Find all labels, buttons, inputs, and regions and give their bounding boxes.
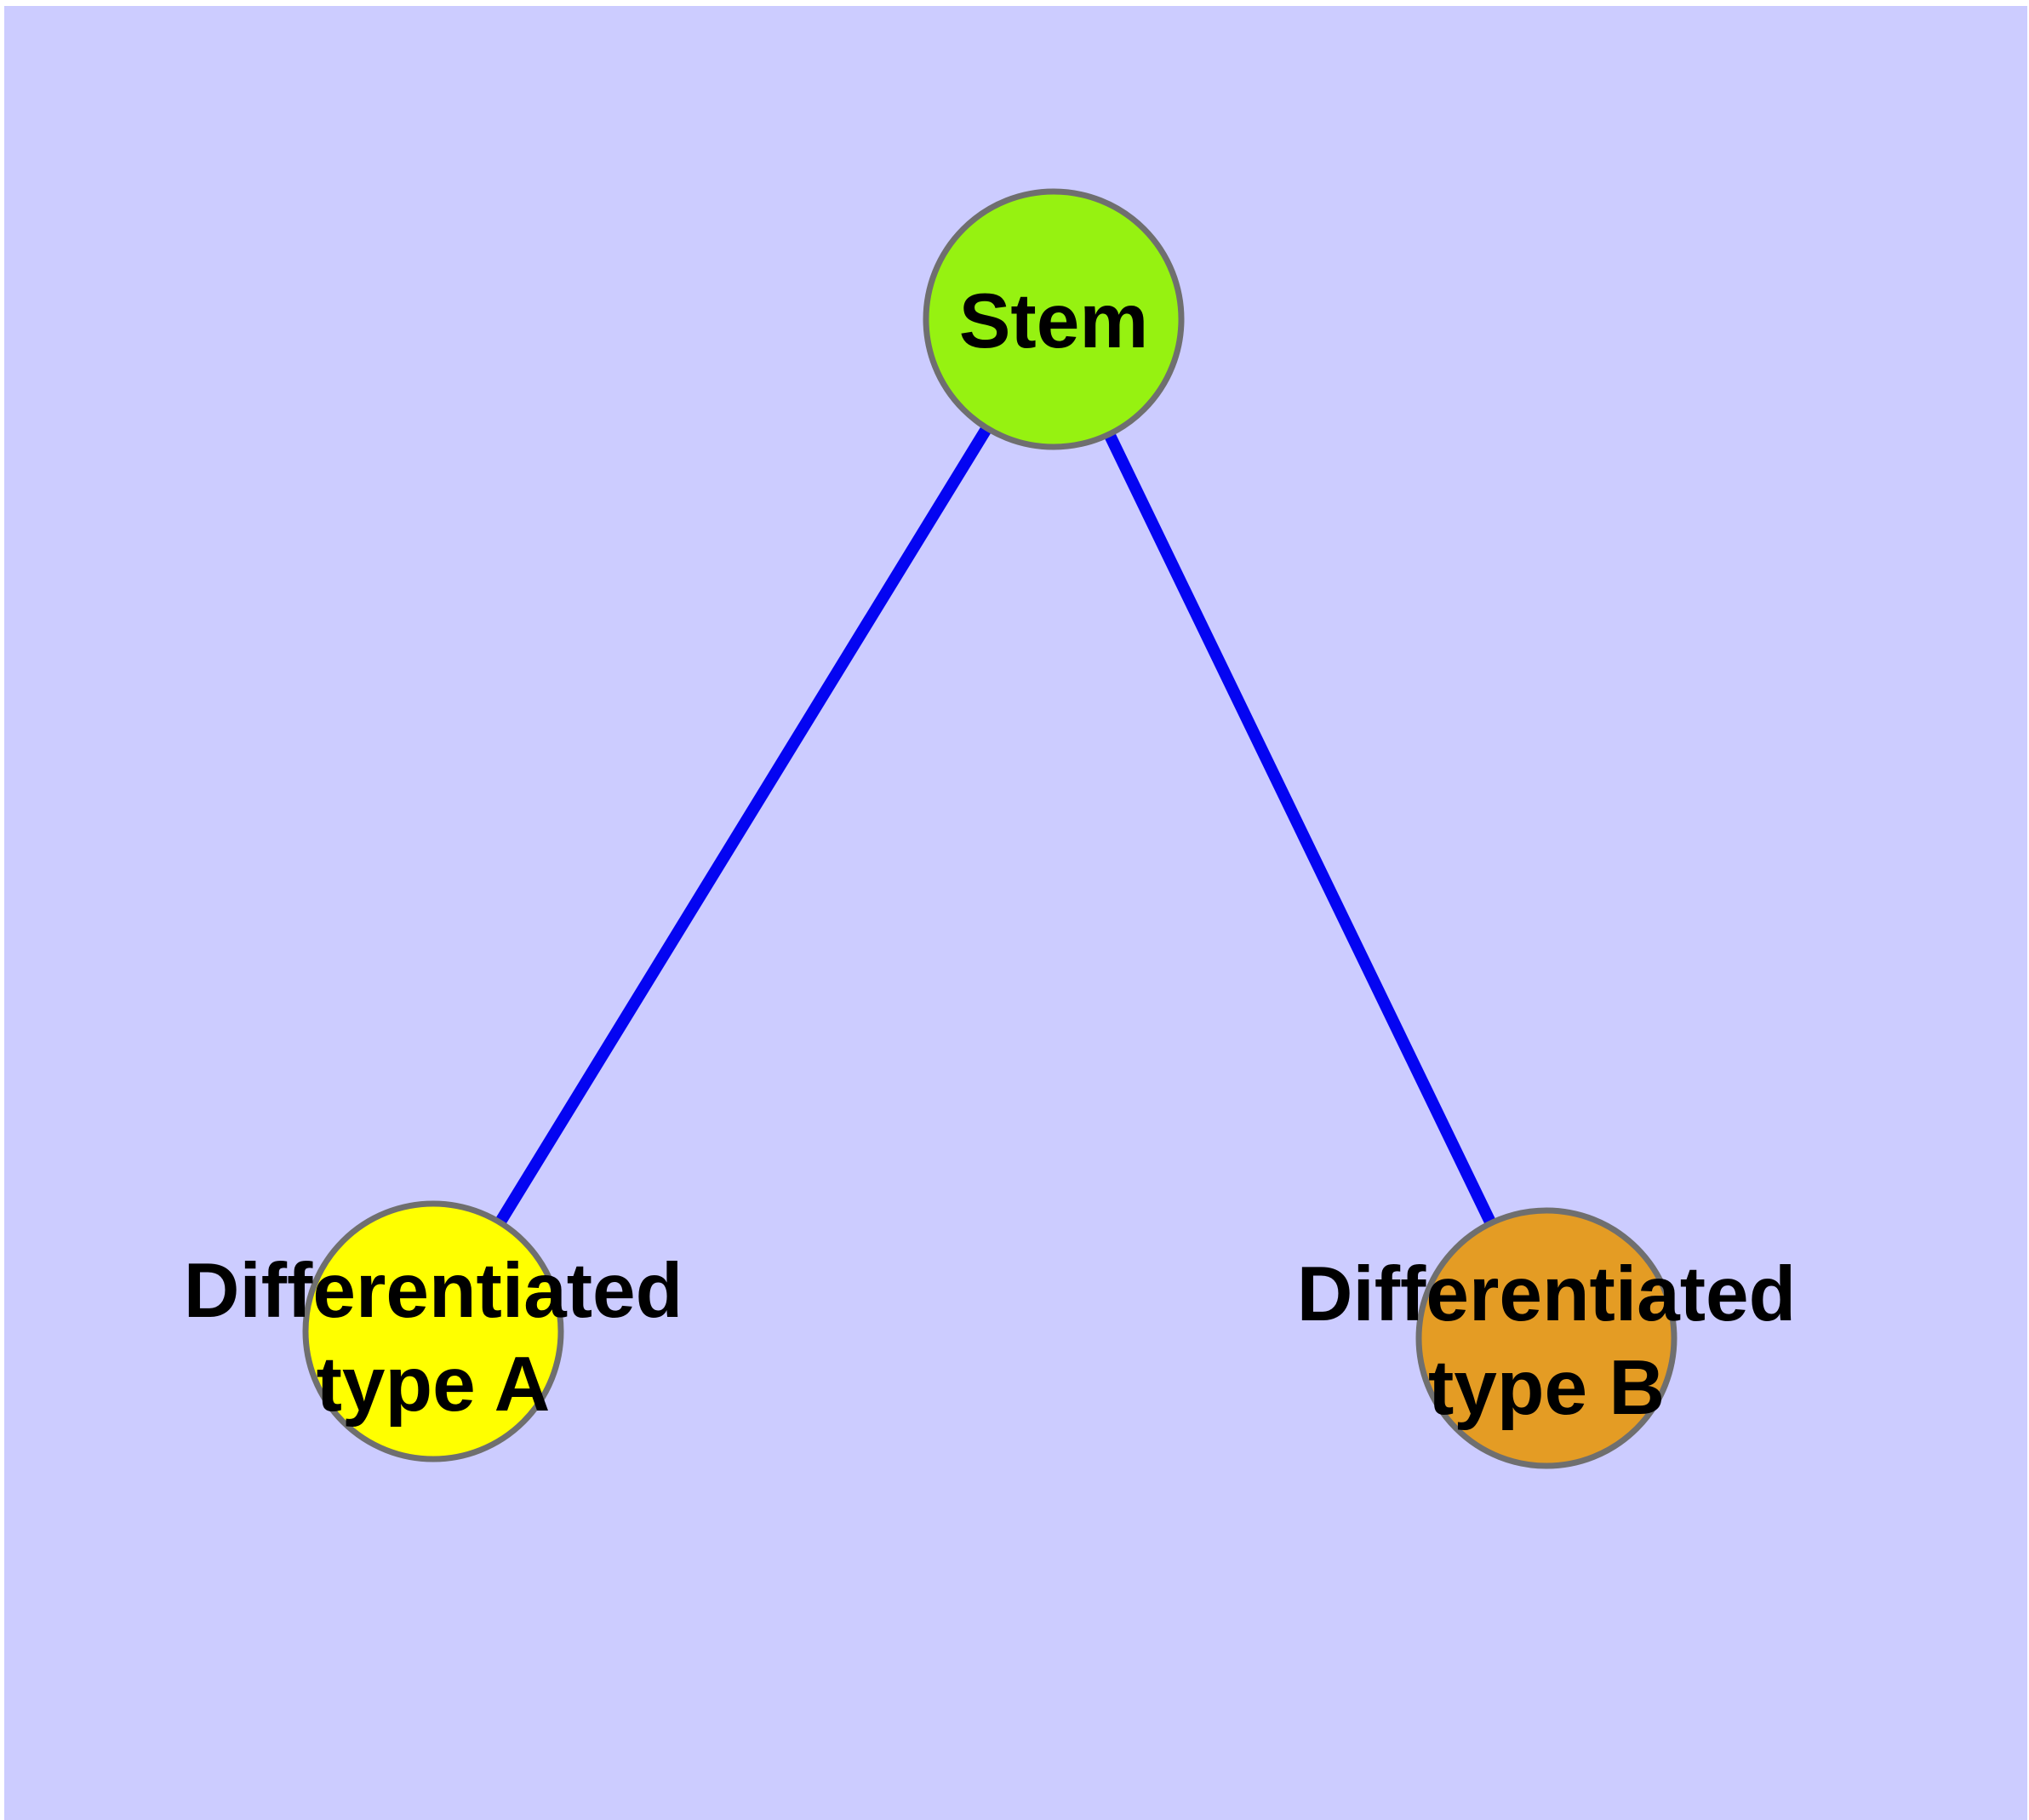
node-stem — [923, 188, 1185, 450]
node-type-a — [302, 1200, 564, 1462]
node-type-b — [1415, 1207, 1677, 1469]
node-type-a-label-line1: Differentiated — [184, 1248, 683, 1334]
edge-stem-to-type-b — [1048, 316, 1552, 1342]
node-stem-label: Stem — [959, 278, 1149, 364]
node-type-b-label-line1: Differentiated — [1297, 1251, 1797, 1337]
node-type-b-label-line2: type B — [1428, 1345, 1665, 1431]
node-type-a-label-line2: type A — [317, 1342, 551, 1428]
edge-stem-to-type-a — [428, 316, 1059, 1335]
